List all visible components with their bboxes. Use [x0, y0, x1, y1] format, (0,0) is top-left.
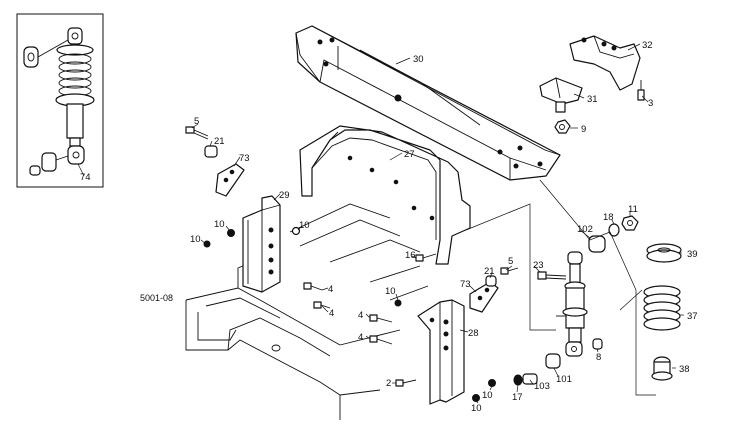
chassis-frame [185, 203, 429, 420]
callout-30: 30 [413, 54, 424, 65]
cross-member-30 [295, 25, 561, 181]
callout-17: 17 [512, 392, 523, 403]
callout-10-b: 10 [299, 220, 310, 231]
callout-labels: 30 32 31 3 9 27 5 21 73 29 10 10 10 16 4… [80, 40, 698, 414]
callout-9: 9 [581, 124, 586, 135]
callout-23: 23 [533, 260, 544, 271]
callout-10-e: 10 [482, 390, 493, 401]
callout-101: 101 [556, 374, 572, 385]
callout-3: 3 [648, 98, 653, 109]
shock-absorber [556, 251, 588, 357]
callout-31: 31 [587, 94, 598, 105]
callout-16: 16 [405, 250, 416, 261]
callout-5-left: 5 [194, 116, 199, 127]
callout-2: 2 [386, 378, 391, 389]
callout-32: 32 [642, 40, 653, 51]
inset-shock-absorber [16, 13, 104, 188]
callout-11: 11 [628, 204, 638, 215]
mount-31 [539, 77, 583, 113]
arch-bracket-27 [299, 125, 471, 265]
callout-10-f: 10 [471, 403, 482, 414]
callout-10-c: 10 [190, 234, 201, 245]
callout-39: 39 [687, 249, 698, 260]
callout-10-d: 10 [385, 286, 396, 297]
callout-103: 103 [534, 381, 550, 392]
coil-spring-37 [643, 285, 681, 331]
callout-102: 102 [577, 224, 593, 235]
callout-21-right: 21 [484, 266, 495, 277]
callout-27: 27 [404, 149, 415, 160]
callout-4-d: 4 [358, 332, 363, 343]
callout-29: 29 [279, 190, 290, 201]
callout-73-right: 73 [460, 279, 471, 290]
callout-38: 38 [679, 364, 690, 375]
callout-4-b: 4 [329, 308, 334, 319]
bracket-29 [242, 195, 281, 293]
callout-18: 18 [603, 212, 614, 223]
callout-8: 8 [596, 352, 601, 363]
callout-4-a: 4 [328, 284, 333, 295]
bracket-28 [417, 299, 465, 405]
leader-lines [77, 43, 684, 404]
callout-10-a: 10 [214, 219, 225, 230]
bushes-102-18-11 [588, 215, 639, 253]
bracket-32 [569, 35, 641, 91]
bump-stop-38 [651, 356, 673, 381]
nut-9 [554, 119, 571, 134]
callout-74: 74 [80, 172, 91, 183]
drawing-number: 5001-08 [140, 293, 173, 303]
spring-seat-39 [646, 243, 682, 263]
callout-4-c: 4 [358, 310, 363, 321]
hardware [185, 126, 603, 402]
plate-73-left [215, 163, 245, 197]
guide-lines [465, 179, 656, 396]
callout-5-right: 5 [508, 256, 513, 267]
callout-28: 28 [468, 328, 479, 339]
callout-37: 37 [687, 311, 698, 322]
bolt-3 [637, 80, 645, 101]
callout-21-left: 21 [214, 136, 225, 147]
callout-73-left: 73 [239, 153, 250, 164]
